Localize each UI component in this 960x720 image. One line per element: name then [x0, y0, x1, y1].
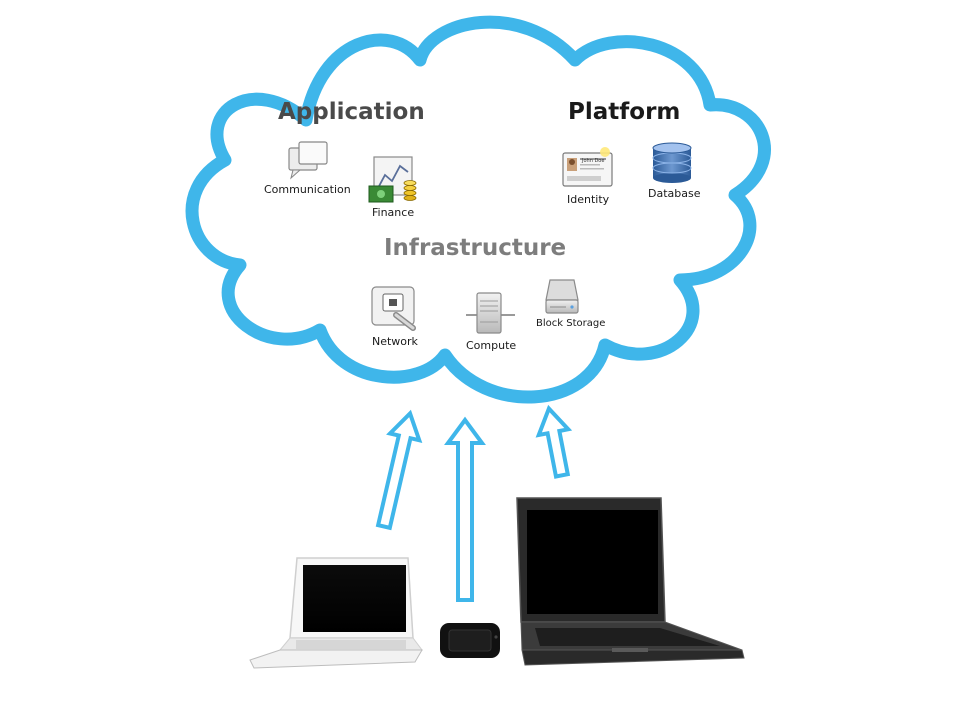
- cloud-outline: [185, 15, 771, 404]
- block-storage-icon: [545, 279, 579, 314]
- identity-label: Identity: [567, 193, 610, 206]
- arrow-center: [444, 416, 486, 602]
- black-laptop: [516, 497, 745, 666]
- platform-heading: Platform: [568, 99, 681, 125]
- database-icon: [652, 142, 692, 183]
- arrow-right: [535, 404, 573, 479]
- finance-icon: [368, 156, 417, 203]
- network-icon: [371, 286, 416, 331]
- white-laptop: [249, 557, 423, 669]
- infrastructure-heading: Infrastructure: [384, 235, 567, 261]
- compute-label: Compute: [466, 339, 517, 352]
- network-label: Network: [372, 335, 418, 348]
- finance-label: Finance: [372, 206, 415, 219]
- identity-card-icon: John Doe: [562, 147, 613, 187]
- mobile-phone: [440, 623, 500, 658]
- database-label: Database: [648, 187, 701, 200]
- communication-label: Communication: [264, 183, 351, 196]
- block-storage-label: Block Storage: [536, 318, 606, 329]
- application-heading: Application: [278, 99, 425, 125]
- compute-server-icon: [466, 292, 515, 334]
- identity-card-name: John Doe: [581, 158, 604, 164]
- arrow-left: [375, 409, 423, 531]
- communication-icon: [288, 141, 328, 180]
